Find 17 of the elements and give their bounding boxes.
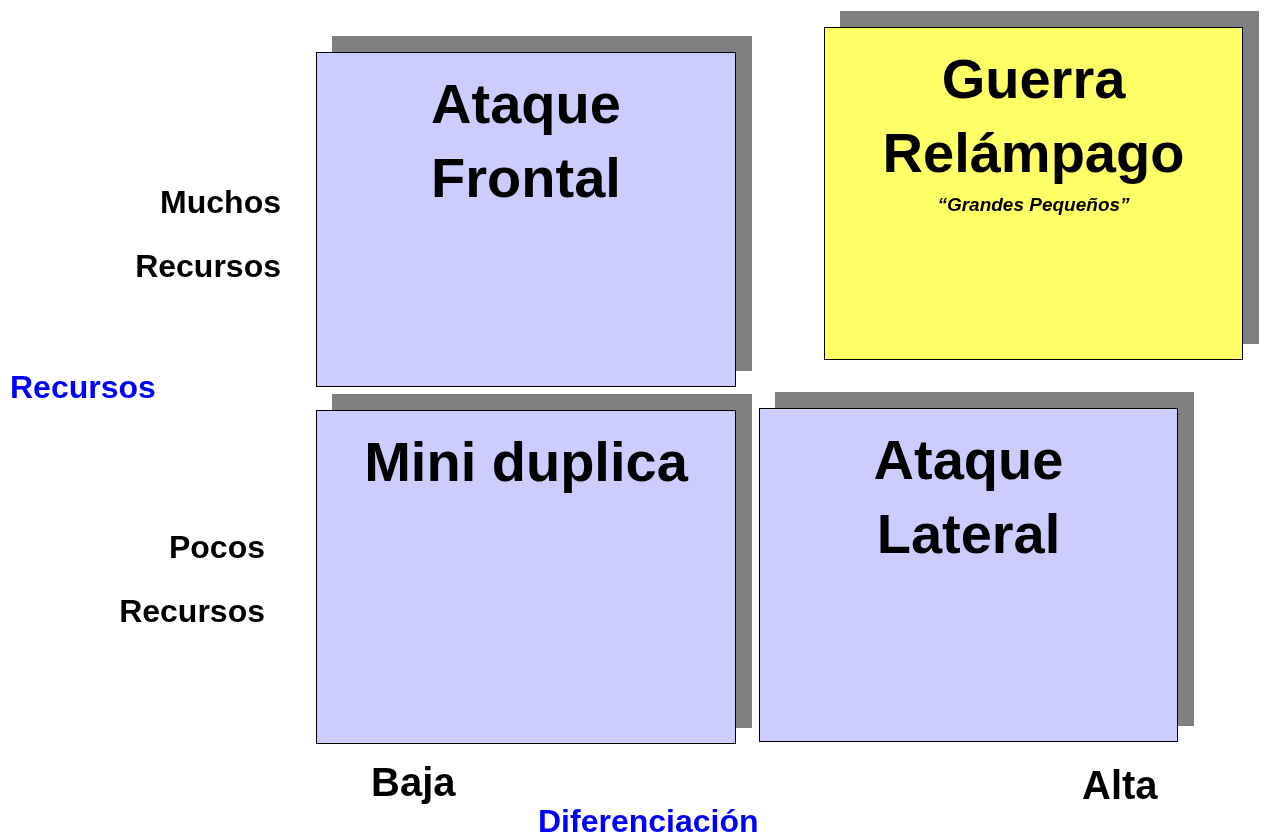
axis-value-label: Muchos	[160, 184, 281, 221]
quadrant-title: Ataque Frontal	[430, 71, 622, 211]
axis-title: Recursos	[10, 369, 156, 406]
quadrant-title: Mini duplica	[363, 429, 690, 495]
quadrant-box	[316, 52, 736, 387]
axis-value-label: Alta	[1082, 763, 1158, 808]
quadrant-title: Guerra Relámpago	[881, 46, 1186, 186]
axis-value-label: Pocos	[168, 529, 265, 566]
quadrant-box	[316, 410, 736, 744]
axis-value-label: Baja	[371, 760, 456, 805]
axis-value-label: Recursos	[119, 593, 265, 630]
quadrant-box	[824, 27, 1243, 360]
axis-value-label: Recursos	[135, 248, 281, 285]
quadrant-box	[759, 408, 1178, 742]
quadrant-subtitle: “Grandes Pequeños”	[937, 194, 1130, 216]
axis-title: Diferenciación	[538, 803, 759, 839]
quadrant-title: Ataque Lateral	[872, 427, 1065, 567]
